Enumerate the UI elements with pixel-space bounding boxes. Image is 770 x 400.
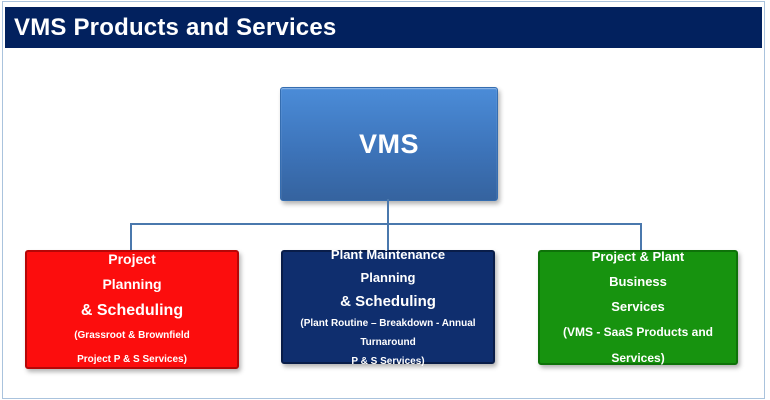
node-detail-line: (Grassroot & Brownfield	[74, 330, 190, 341]
node-project-planning-scheduling: Project Planning & Scheduling (Grassroot…	[25, 250, 239, 369]
node-line: Plant Maintenance	[330, 247, 446, 262]
node-line: Project & Plant	[591, 249, 685, 264]
node-line: Planning	[102, 276, 162, 292]
node-plant-maintenance-planning-scheduling: Plant Maintenance Planning & Scheduling …	[281, 247, 495, 367]
node-line: Planning	[360, 270, 416, 285]
node-vms-label: VMS	[358, 128, 419, 159]
connector-drop-middle	[387, 223, 389, 251]
connector-horizontal-bar	[130, 223, 642, 225]
connector-root-stub	[387, 199, 389, 224]
node-detail-line: (Plant Routine – Breakdown - Annual Turn…	[300, 318, 476, 348]
node-line: & Scheduling	[340, 293, 436, 310]
node-project-plant-business-services: Project & Plant Business Services (VMS -…	[538, 249, 738, 365]
node-vms: VMS	[280, 87, 498, 201]
connector-drop-right	[640, 223, 642, 251]
connector-drop-left	[130, 223, 132, 251]
node-detail-line: (VMS - SaaS Products and Services)	[562, 325, 714, 365]
slide-title-bar: VMS Products and Services	[5, 7, 762, 48]
node-line: Services	[611, 299, 665, 314]
node-detail-line: Project P & S Services)	[77, 354, 187, 365]
node-line: & Scheduling	[80, 302, 184, 319]
node-line: Business	[609, 274, 667, 289]
node-detail-line: P & S Services)	[351, 356, 425, 367]
node-line: Project	[108, 251, 156, 267]
page-title: VMS Products and Services	[14, 13, 337, 41]
